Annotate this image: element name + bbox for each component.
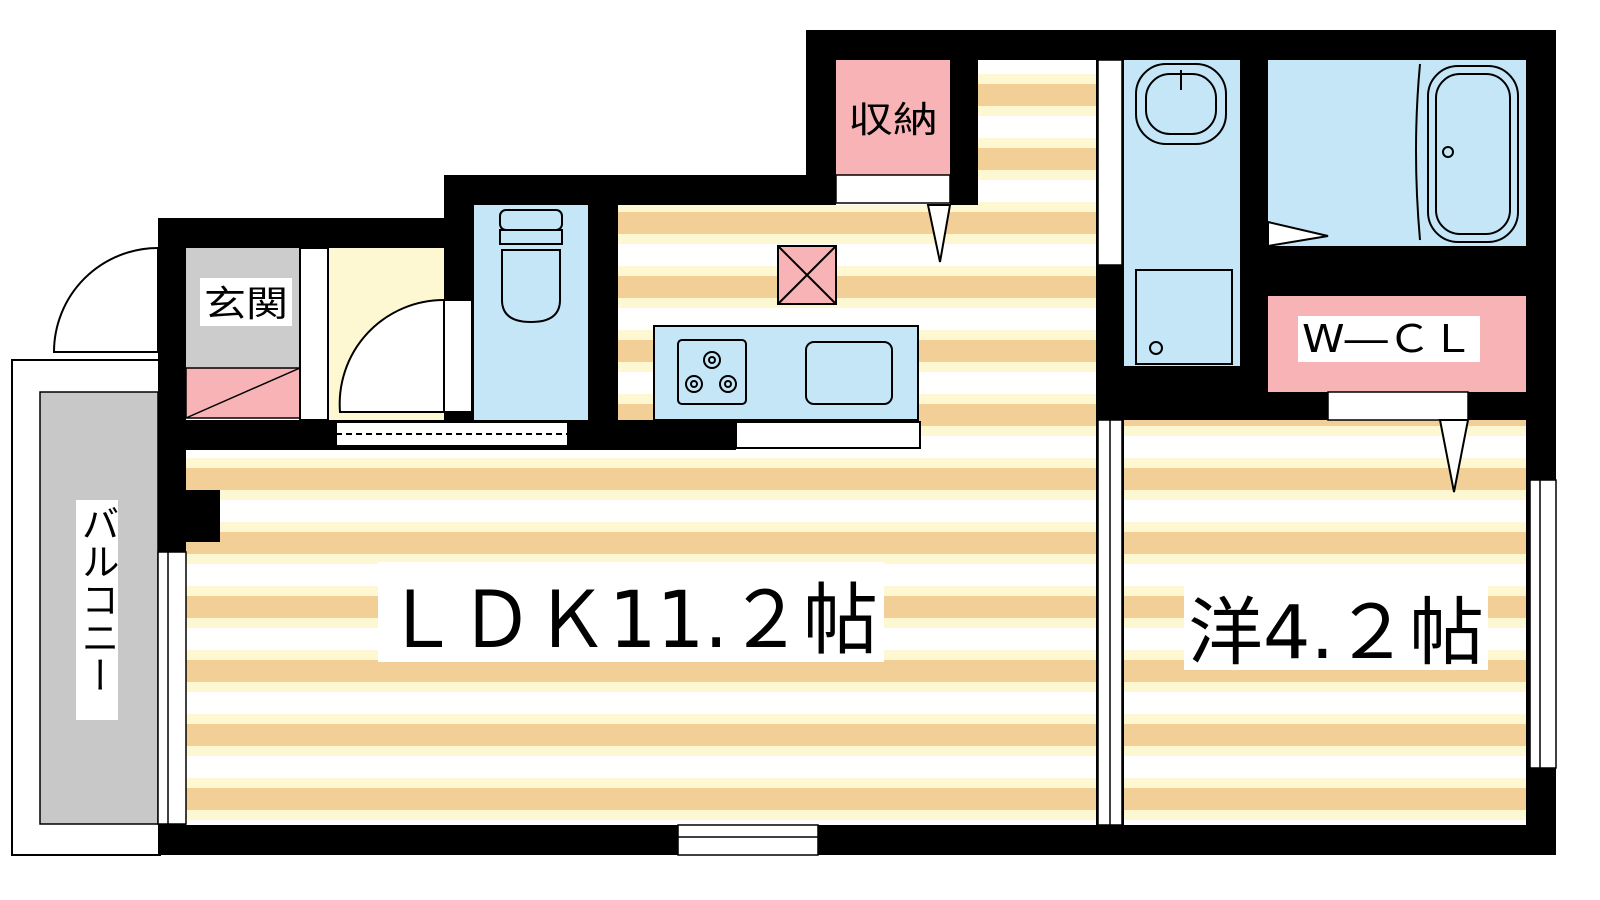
toilet-icon bbox=[499, 209, 563, 324]
front-door-swing bbox=[52, 247, 159, 353]
ldk-label: ＬＤＫ11.２帖 bbox=[384, 576, 878, 666]
labels: ＬＤＫ11.２帖 洋4.２帖 収納 玄関 W―ＣＬ バルコニー bbox=[75, 100, 1488, 720]
washbasin-icon bbox=[1135, 63, 1227, 145]
corridor-floor bbox=[978, 60, 1096, 210]
western-room-label: 洋4.２帖 bbox=[1188, 590, 1484, 676]
storage-label: 収納 bbox=[848, 100, 938, 141]
balcony bbox=[11, 359, 161, 856]
balcony-label: バルコニー bbox=[75, 504, 119, 694]
washing-machine-icon bbox=[1135, 269, 1233, 365]
sink-icon bbox=[805, 341, 893, 405]
windows bbox=[157, 59, 1557, 856]
ventilation-fan-icon bbox=[777, 245, 837, 305]
wcl-label: W―ＣＬ bbox=[1302, 317, 1474, 361]
stove-icon bbox=[677, 339, 747, 405]
bathtub-icon bbox=[1415, 63, 1519, 243]
doors bbox=[52, 204, 1470, 493]
entrance-label: 玄関 bbox=[204, 284, 288, 325]
storage-floor bbox=[836, 60, 950, 175]
hallway-door-swing bbox=[338, 298, 445, 413]
fixtures bbox=[499, 63, 1519, 421]
